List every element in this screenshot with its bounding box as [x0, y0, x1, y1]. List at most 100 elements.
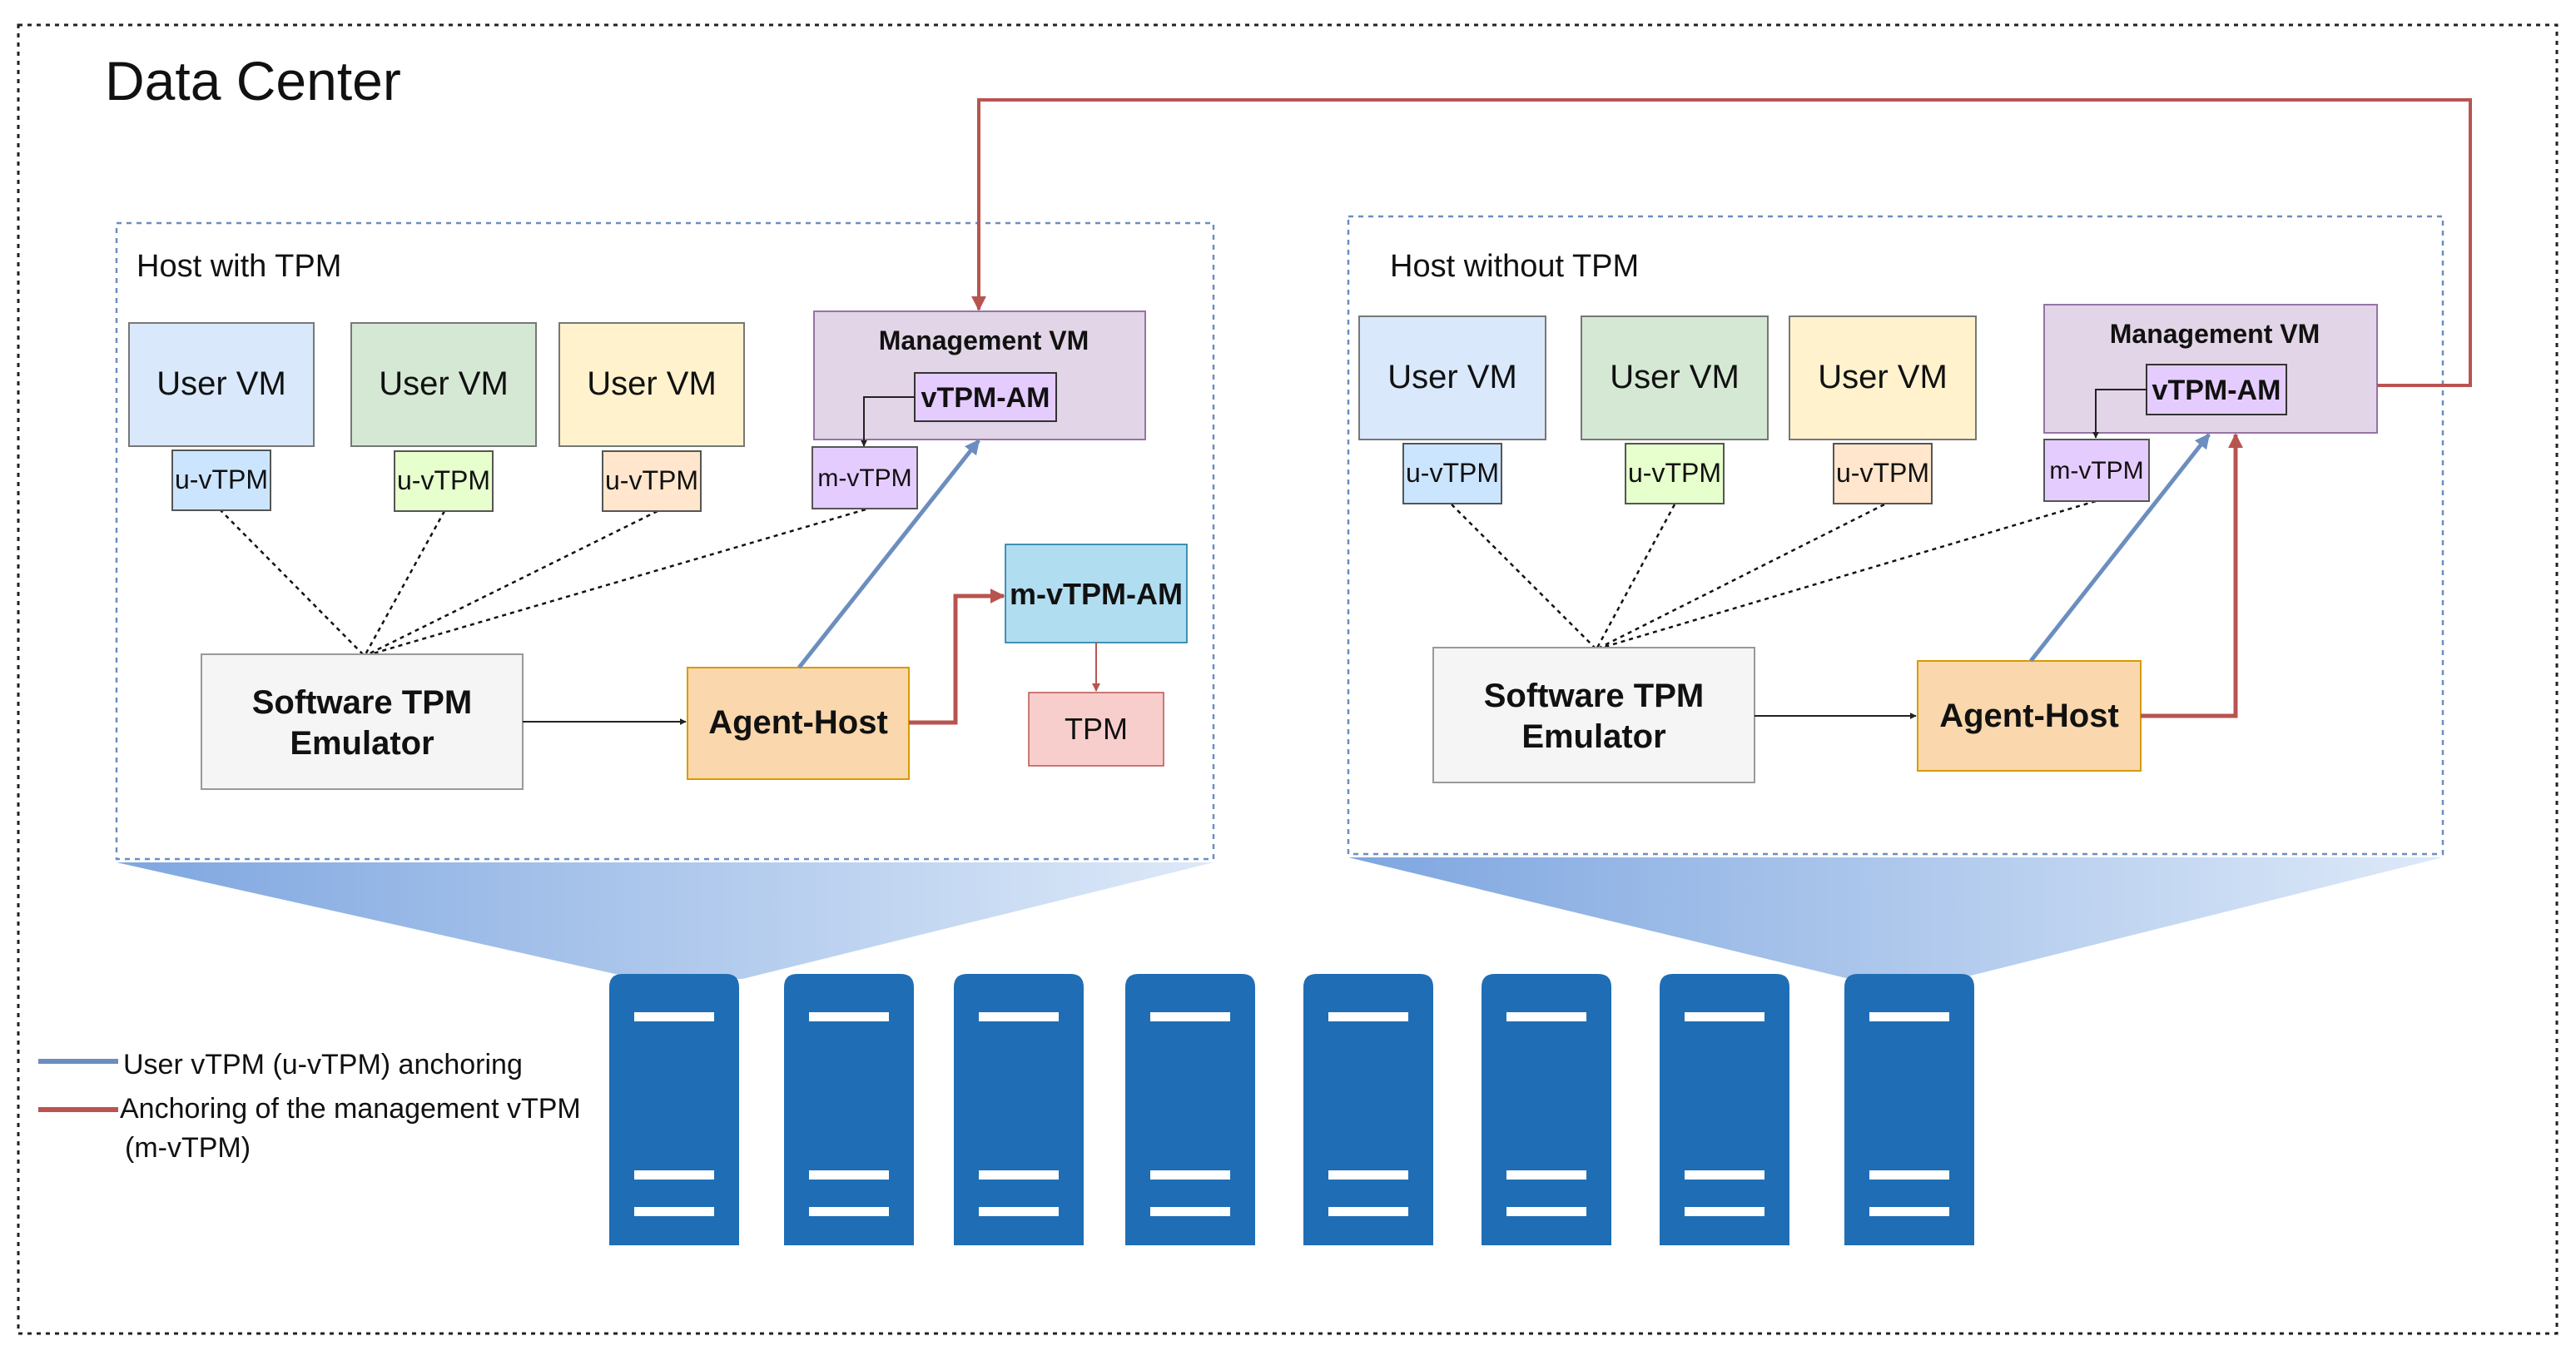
server-unit [1660, 974, 1789, 1245]
emulator-label-line1: Software TPM [1484, 678, 1704, 714]
server-slot [634, 1012, 714, 1021]
server-slot [1869, 1012, 1949, 1021]
connector-line [1595, 504, 1676, 650]
am-to-mvtpm-arrow [861, 396, 915, 447]
connector-line [1596, 499, 2097, 651]
u-vtpm-box [171, 450, 271, 511]
server-unit [1482, 974, 1611, 1245]
user-vm-box [128, 322, 315, 447]
user-vm-box [558, 322, 745, 447]
host-with-tpm-funnel [117, 862, 1214, 979]
cross-host-anchoring-arrow [971, 98, 2472, 387]
host-with-tpm: Host with TPM User VM u-vTPM User VM u-v… [115, 221, 1215, 861]
u-vtpm-label: u-vTPM [605, 465, 698, 495]
host-title: Host with TPM [136, 249, 341, 284]
user-vm-box [1358, 315, 1546, 440]
emulator-label-line2: Emulator [290, 725, 434, 762]
server-slot [1869, 1170, 1949, 1180]
legend-label-mgmt-vtpm-line2: (m-vTPM) [125, 1132, 251, 1164]
server-slot [809, 1207, 889, 1216]
mgmt-vtpm-anchoring-arrow [909, 589, 1005, 725]
vtpm-am-label: vTPM-AM [2152, 375, 2281, 406]
server-slot [809, 1012, 889, 1021]
user-vtpm-anchoring-arrow [2029, 433, 2211, 663]
user-vm-box [1581, 315, 1769, 440]
data-center-title: Data Center [105, 50, 401, 112]
user-vm-label: User VM [379, 365, 509, 402]
vtpm-am-box [2146, 364, 2287, 415]
tpm-label: TPM [1065, 712, 1128, 746]
server-slot [1685, 1012, 1764, 1021]
agent-host-box [687, 667, 910, 780]
server-rack [609, 974, 1974, 1245]
server-slot [1150, 1170, 1230, 1180]
u-vtpm-label: u-vTPM [1836, 458, 1929, 488]
u-vtpm-box [602, 450, 702, 512]
user-vm-box [1789, 315, 1977, 440]
host-without-tpm: Host without TPM User VM u-vTPM User VM … [1347, 215, 2444, 856]
server-unit [1844, 974, 1974, 1245]
server-slot [979, 1170, 1059, 1180]
server-unit [1125, 974, 1255, 1245]
server-slot [979, 1012, 1059, 1021]
m-vtpm-am-label: m-vTPM-AM [1010, 577, 1183, 611]
agent-host-label: Agent-Host [1939, 698, 2119, 734]
u-vtpm-label: u-vTPM [1628, 458, 1721, 488]
server-slot [634, 1207, 714, 1216]
host-without-tpm-funnel [1348, 857, 2443, 979]
connector-line [219, 509, 365, 657]
server-slot [634, 1170, 714, 1180]
am-to-mvtpm-arrow [2092, 389, 2147, 439]
server-slot [1150, 1012, 1230, 1021]
connector-line [1451, 504, 1597, 650]
server-slot [1328, 1012, 1408, 1021]
server-slot [1506, 1012, 1586, 1021]
server-slot [1328, 1170, 1408, 1180]
emulator-connectors [1451, 499, 2097, 651]
server-unit [954, 974, 1084, 1245]
user-vtpm-anchoring-arrow [797, 439, 980, 669]
m-vtpm-box [812, 446, 918, 509]
host-title: Host without TPM [1390, 249, 1639, 284]
u-vtpm-box [394, 450, 494, 512]
m-vtpm-am-box [1005, 544, 1188, 643]
u-vtpm-box [1625, 443, 1725, 504]
agent-host-box [1917, 660, 2142, 772]
vtpm-am-box [914, 372, 1057, 422]
server-slot [809, 1170, 889, 1180]
tpm-box [1028, 692, 1164, 767]
u-vtpm-label: u-vTPM [1406, 458, 1499, 488]
server-slot [1869, 1207, 1949, 1216]
user-vm-label: User VM [1610, 359, 1740, 395]
legend: User vTPM (u-vTPM) anchoring Anchoring o… [38, 1049, 581, 1164]
u-vtpm-box [1833, 443, 1933, 504]
software-tpm-emulator-box [1432, 647, 1755, 783]
connector-line [364, 508, 866, 658]
server-unit [609, 974, 739, 1245]
m-vtpm-box [2043, 439, 2150, 502]
user-vm-box [350, 322, 537, 447]
emulator-label-line1: Software TPM [252, 684, 472, 721]
user-vm-label: User VM [1387, 359, 1517, 395]
server-unit [784, 974, 914, 1245]
u-vtpm-label: u-vTPM [397, 465, 490, 495]
m-vtpm-label: m-vTPM [817, 464, 911, 492]
server-slot [1685, 1207, 1764, 1216]
u-vtpm-box [1402, 443, 1502, 504]
server-unit [1303, 974, 1433, 1245]
agent-host-label: Agent-Host [708, 704, 888, 741]
legend-label-mgmt-vtpm-line1: Anchoring of the management vTPM [120, 1093, 581, 1125]
vtpm-am-label: vTPM-AM [921, 382, 1050, 414]
legend-label-user-vtpm: User vTPM (u-vTPM) anchoring [123, 1049, 523, 1080]
server-slot [1506, 1170, 1586, 1180]
user-vm-label: User VM [156, 365, 286, 402]
m-vtpm-label: m-vTPM [2049, 457, 2143, 484]
mgmt-vtpm-anchoring-arrow [2141, 433, 2243, 718]
management-vm-title: Management VM [2110, 319, 2320, 349]
server-slot [1506, 1207, 1586, 1216]
user-vm-label: User VM [587, 365, 717, 402]
user-vm-label: User VM [1818, 359, 1948, 395]
emulator-connectors [219, 508, 866, 658]
management-vm-title: Management VM [879, 325, 1089, 355]
